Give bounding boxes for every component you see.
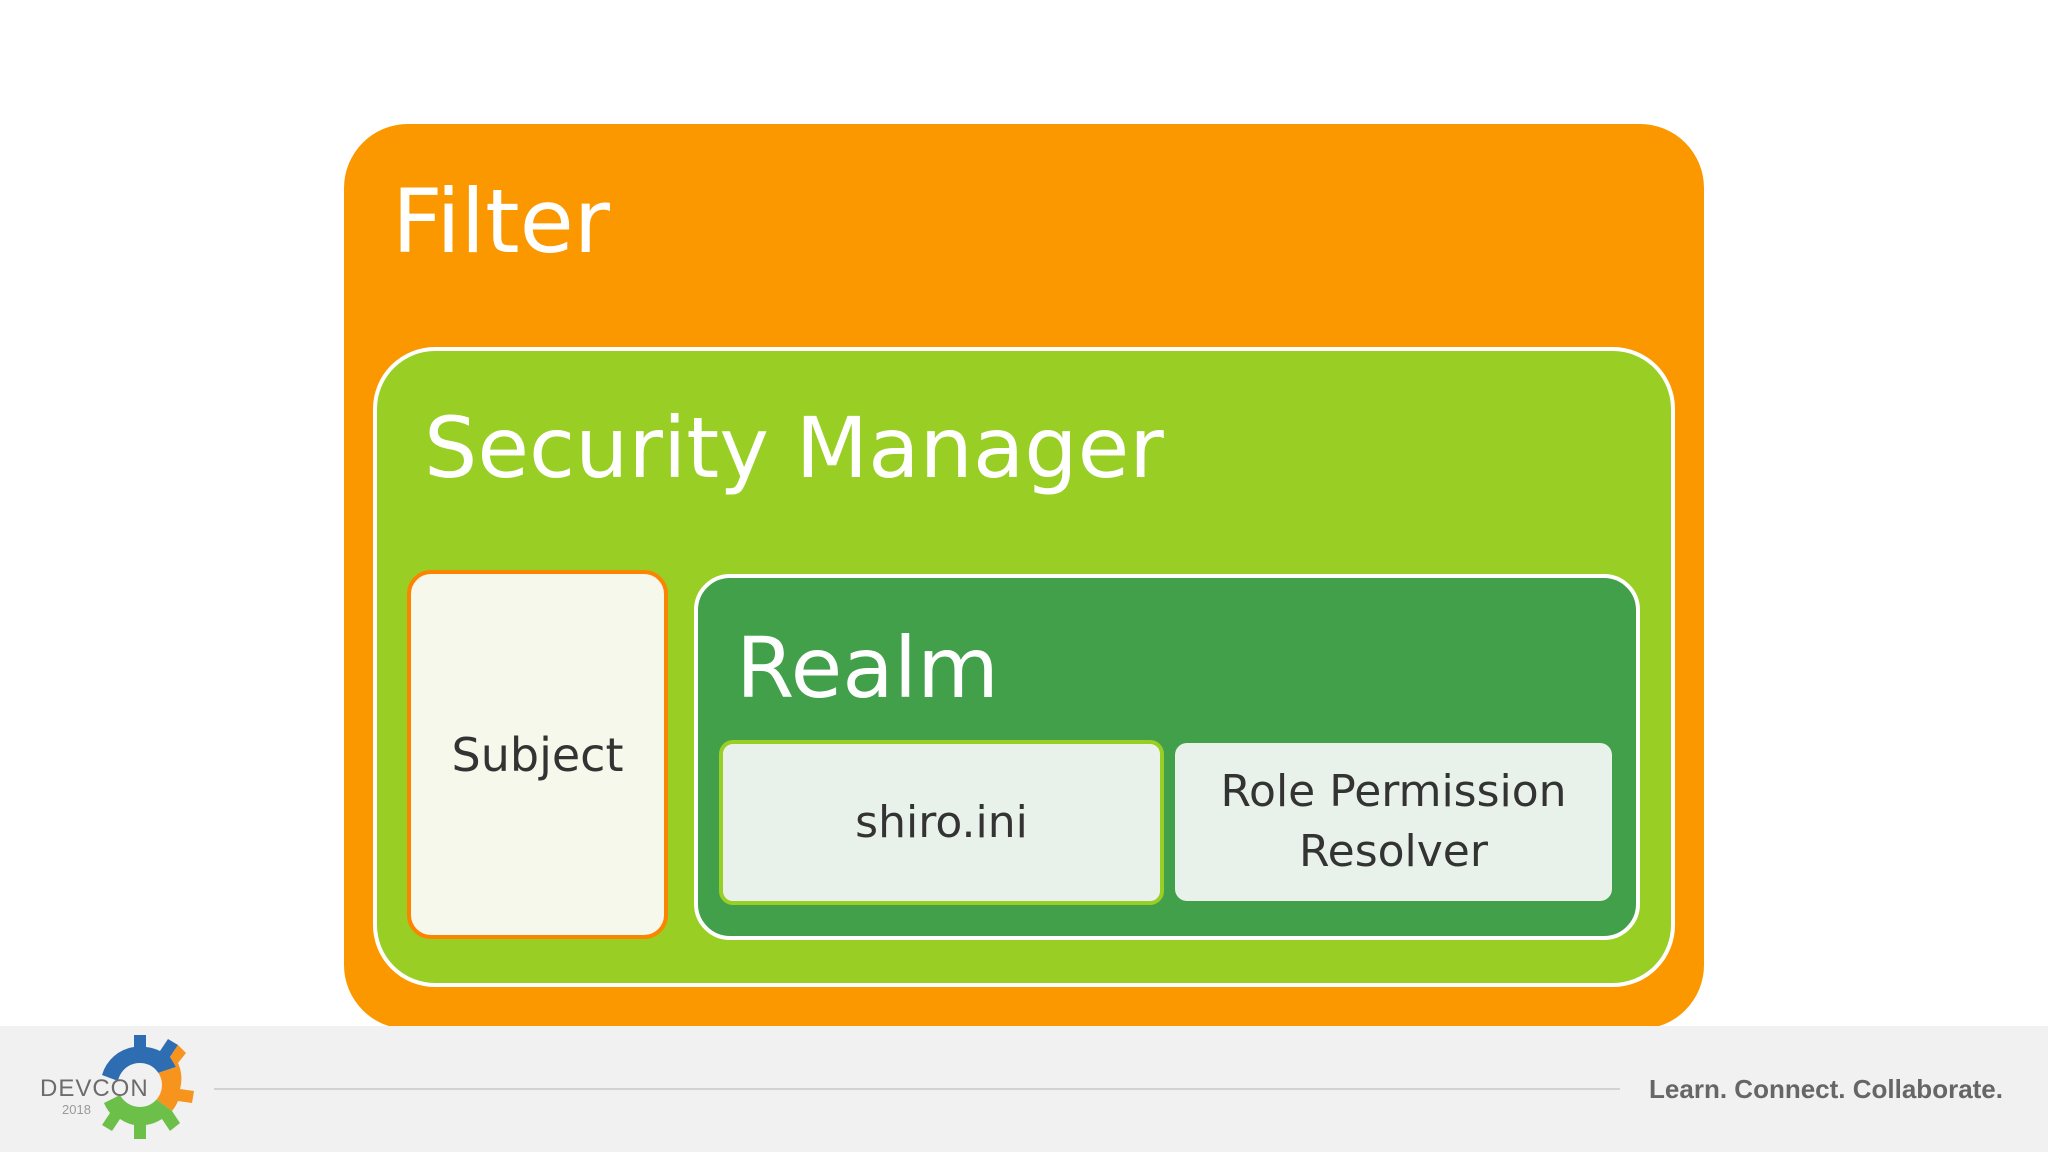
- filter-title: Filter: [392, 170, 610, 273]
- shiro-ini-box: shiro.ini: [719, 740, 1164, 905]
- logo-year: 2018: [62, 1102, 91, 1117]
- logo-name: DEVCON: [40, 1075, 149, 1102]
- devcon-logo: DEVCON 2018: [36, 1035, 196, 1147]
- footer-tagline: Learn. Connect. Collaborate.: [1649, 1074, 2003, 1104]
- role-permission-resolver-box: Role Permission Resolver: [1175, 743, 1612, 901]
- role-permission-resolver-label: Role Permission Resolver: [1220, 766, 1567, 877]
- footer-divider: [214, 1088, 1620, 1090]
- devcon-gear-logo-icon: [102, 1035, 194, 1139]
- subject-box: Subject: [407, 570, 668, 939]
- subject-label: Subject: [451, 727, 624, 782]
- realm-title: Realm: [736, 619, 999, 717]
- shiro-ini-label: shiro.ini: [855, 796, 1028, 848]
- security-manager-title: Security Manager: [424, 399, 1164, 497]
